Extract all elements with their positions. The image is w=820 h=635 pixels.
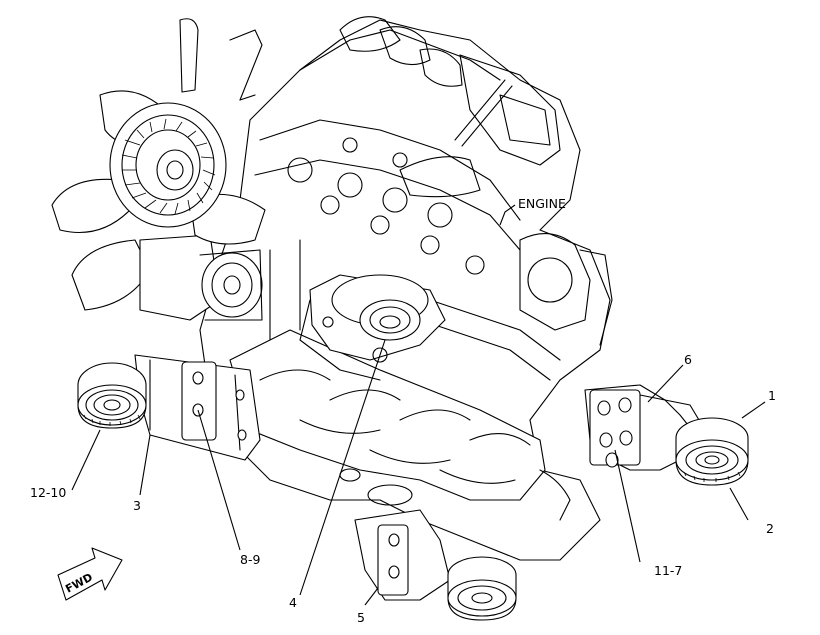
label-1: 1 (768, 388, 776, 403)
forward-arrow-icon: FWD (57, 547, 123, 601)
label-6: 6 (684, 352, 692, 367)
label-12-10: 12-10 (30, 485, 66, 500)
label-8-9: 8-9 (240, 552, 260, 567)
left-mount-bracket (134, 354, 261, 461)
left-isolator-mount (77, 362, 147, 429)
label-3: 3 (133, 498, 141, 513)
label-5: 5 (357, 610, 365, 625)
right-mount-bracket (584, 384, 706, 471)
leader-lines (71, 204, 766, 606)
label-11-7: 11-7 (654, 563, 682, 578)
label-2: 2 (766, 521, 774, 536)
label-4: 4 (289, 595, 297, 610)
cooling-fan (51, 18, 266, 321)
right-isolator-mount (675, 417, 749, 486)
label-engine: ENGINE (518, 196, 566, 211)
front-bottom-bracket (354, 509, 517, 621)
centre-mount (299, 274, 446, 381)
